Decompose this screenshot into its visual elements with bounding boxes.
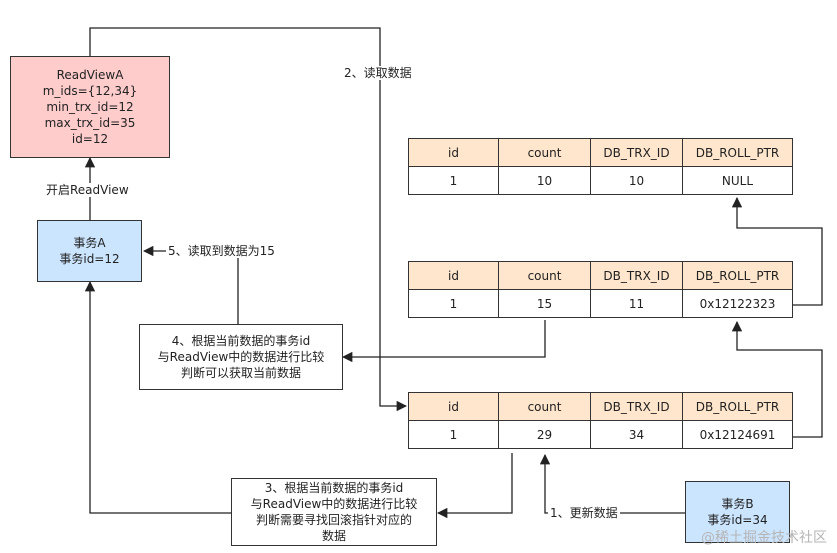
- arrow-to-note4: [341, 320, 546, 363]
- column-header: DB_ROLL_PTR: [682, 261, 793, 290]
- table-header-row: id count DB_TRX_ID DB_ROLL_PTR: [408, 392, 793, 421]
- column-header: id: [408, 261, 499, 290]
- column-header: count: [498, 138, 591, 167]
- note-4-box: 4、根据当前数据的事务id 与ReadView中的数据进行比较 判断可以获取当前…: [139, 324, 343, 390]
- record-middle-table: id count DB_TRX_ID DB_ROLL_PTR 1 15 11 0…: [408, 261, 793, 318]
- read-view-a-box: ReadViewA m_ids={12,34} min_trx_id=12 ma…: [10, 56, 170, 158]
- cell: 1: [408, 420, 499, 449]
- record-current-table: id count DB_TRX_ID DB_ROLL_PTR 1 29 34 0…: [408, 392, 793, 449]
- column-header: DB_TRX_ID: [590, 261, 683, 290]
- table-row: 1 15 11 0x12122323: [408, 289, 793, 318]
- arrow-to-note3: [436, 453, 513, 519]
- column-header: id: [408, 392, 499, 421]
- cell: 10: [590, 166, 683, 195]
- label-open-readview: 开启ReadView: [44, 183, 131, 197]
- txn-a-box: 事务A 事务id=12: [37, 220, 142, 282]
- column-header: DB_TRX_ID: [590, 392, 683, 421]
- arrow-update-data: [539, 453, 685, 514]
- watermark: @稀土掘金技术社区: [701, 530, 827, 546]
- arrow-note4-to-txn-a: [142, 245, 239, 324]
- column-header: DB_ROLL_PTR: [682, 138, 793, 167]
- column-header: DB_TRX_ID: [590, 138, 683, 167]
- cell: 0x12122323: [682, 289, 793, 318]
- cell: 29: [498, 420, 591, 449]
- column-header: count: [498, 392, 591, 421]
- arrow-read-data: [89, 27, 408, 412]
- cell: 11: [590, 289, 683, 318]
- arrow-note3-to-txn-a: [84, 280, 231, 514]
- cell: 1: [408, 166, 499, 195]
- label-read-result: 5、读取到数据为15: [166, 244, 277, 258]
- label-read-data: 2、读取数据: [342, 66, 414, 80]
- txn-b-box: 事务B 事务id=34: [685, 481, 790, 543]
- label-update-data: 1、更新数据: [548, 506, 620, 520]
- cell: NULL: [682, 166, 793, 195]
- arrow-rollptr-middle: [731, 196, 823, 306]
- table-row: 1 10 10 NULL: [408, 166, 793, 195]
- arrow-rollptr-current: [731, 320, 823, 438]
- cell: 1: [408, 289, 499, 318]
- note-3-box: 3、根据当前数据的事务id 与ReadView中的数据进行比较 判断需要寻找回滚…: [231, 478, 437, 546]
- cell: 15: [498, 289, 591, 318]
- cell: 10: [498, 166, 591, 195]
- cell: 0x12124691: [682, 420, 793, 449]
- column-header: count: [498, 261, 591, 290]
- column-header: DB_ROLL_PTR: [682, 392, 793, 421]
- table-header-row: id count DB_TRX_ID DB_ROLL_PTR: [408, 261, 793, 290]
- table-header-row: id count DB_TRX_ID DB_ROLL_PTR: [408, 138, 793, 167]
- record-oldest-table: id count DB_TRX_ID DB_ROLL_PTR 1 10 10 N…: [408, 138, 793, 195]
- cell: 34: [590, 420, 683, 449]
- column-header: id: [408, 138, 499, 167]
- table-row: 1 29 34 0x12124691: [408, 420, 793, 449]
